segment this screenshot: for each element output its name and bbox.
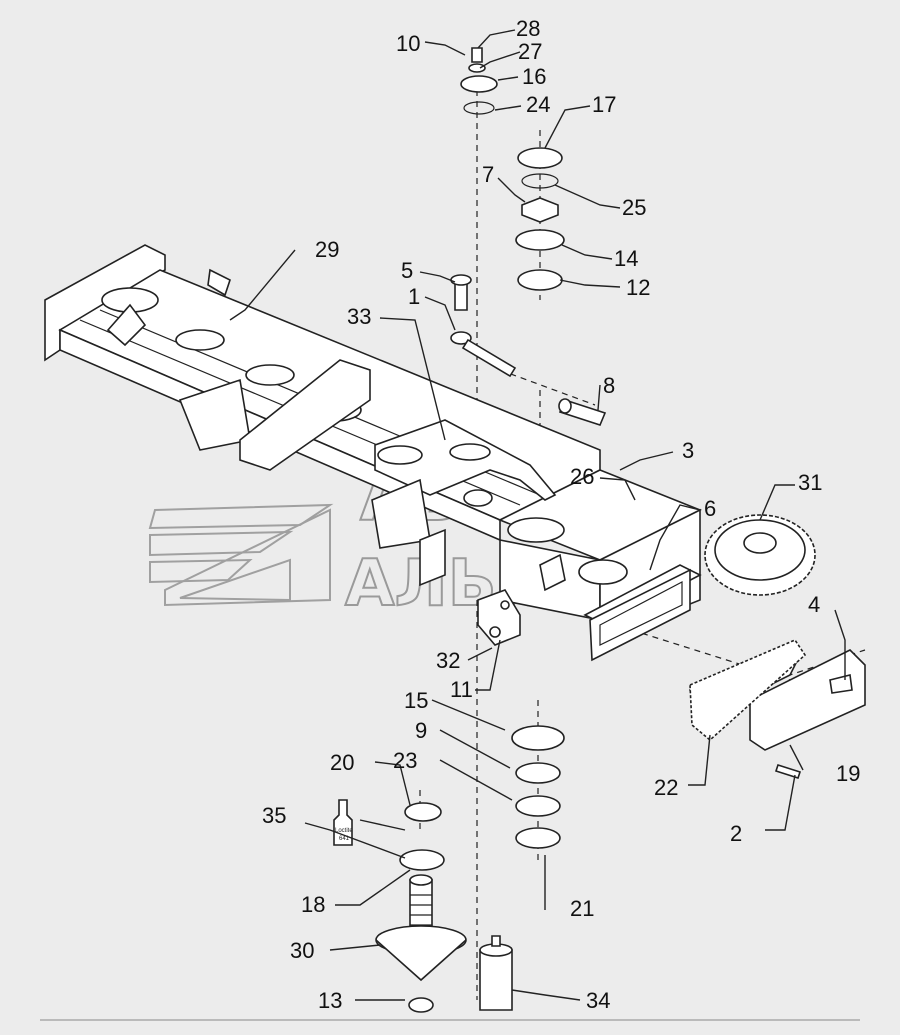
callout-22: 22 [654, 775, 678, 800]
callout-4: 4 [808, 592, 820, 617]
mounting-bracket [371, 419, 628, 592]
callout-25: 25 [622, 195, 646, 220]
callout-9: 9 [415, 718, 427, 743]
callout-8: 8 [603, 373, 615, 398]
callout-11: 11 [450, 677, 473, 702]
callout-6: 6 [704, 496, 716, 521]
bearing-stack-upper [515, 147, 565, 291]
callout-27: 27 [518, 39, 542, 64]
callout-35: 35 [262, 803, 286, 828]
callout-3: 3 [682, 438, 694, 463]
callout-34: 34 [586, 988, 610, 1013]
callout-21: 21 [570, 896, 594, 921]
bottle-label-line1: Loctite [335, 828, 353, 834]
leader-lines [229, 29, 846, 1001]
callout-20: 20 [330, 750, 354, 775]
callout-2: 2 [730, 821, 742, 846]
bottle-label-line2: 641 [339, 836, 350, 842]
gearbox-housing [583, 564, 702, 662]
callout-30: 30 [290, 938, 314, 963]
callout-31: 31 [798, 470, 822, 495]
bearing-stack-lower [511, 725, 565, 849]
spline-shaft-hub [375, 874, 467, 1013]
callout-13: 13 [318, 988, 342, 1013]
callout-28: 28 [516, 16, 540, 41]
callout-15: 15 [404, 688, 428, 713]
callout-32: 32 [436, 648, 460, 673]
grease-canister [479, 935, 513, 1011]
callout-labels: 10 28 27 16 24 17 7 25 14 12 5 1 33 29 8… [262, 16, 860, 1013]
callout-10: 10 [396, 31, 420, 56]
callout-7: 7 [482, 162, 494, 187]
callout-12: 12 [626, 275, 650, 300]
callout-18: 18 [301, 892, 325, 917]
cover-plate [689, 639, 866, 780]
callout-5: 5 [401, 258, 413, 283]
callout-24: 24 [526, 92, 550, 117]
watermark-logo [148, 503, 334, 607]
pin-stack [460, 47, 498, 115]
callout-29: 29 [315, 237, 339, 262]
callout-23: 23 [393, 748, 417, 773]
eye-bolt-assembly [450, 274, 607, 426]
callout-14: 14 [614, 246, 638, 271]
seal-washer-set [399, 802, 445, 871]
spur-gear [704, 514, 816, 596]
callout-1: 1 [408, 284, 420, 309]
callout-19: 19 [836, 761, 860, 786]
callout-33: 33 [347, 304, 371, 329]
callout-16: 16 [522, 64, 546, 89]
callout-26: 26 [570, 464, 594, 489]
fitting-block [477, 589, 521, 646]
callout-17: 17 [592, 92, 616, 117]
